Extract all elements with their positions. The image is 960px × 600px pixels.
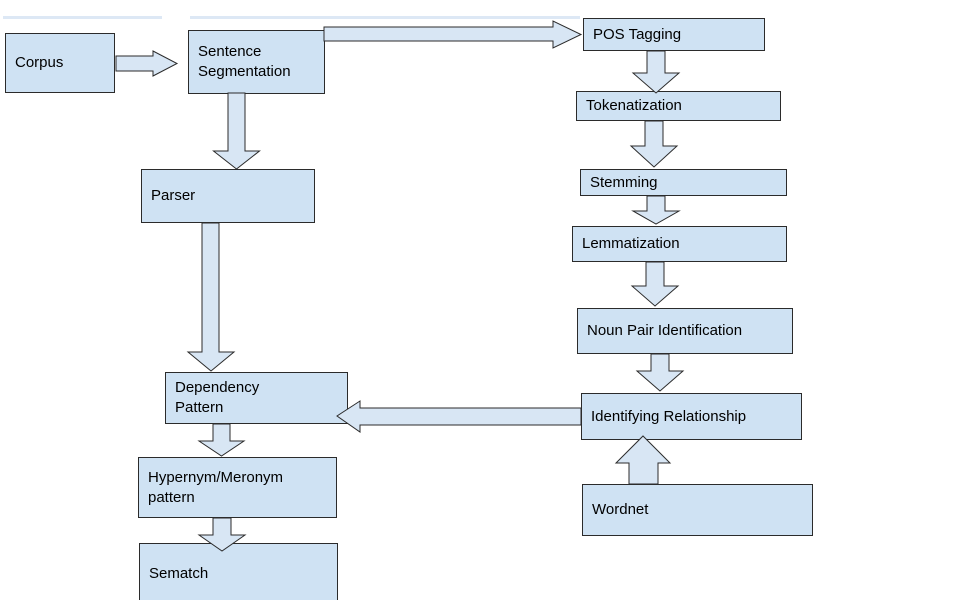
node-sentence-segmentation: Sentence Segmentation <box>188 30 325 94</box>
node-hypernym-meronym-pattern: Hypernym/Meronym pattern <box>138 457 337 518</box>
arrow-pos-tagging-to-tokenatization-icon <box>631 50 681 94</box>
arrow-stemming-to-lemmatization-icon <box>631 195 681 225</box>
node-noun-pair-identification-label: Noun Pair Identification <box>587 322 743 339</box>
node-dependency-pattern-label: Dependency Pattern <box>175 379 260 416</box>
node-dependency-pattern: Dependency Pattern <box>165 372 348 424</box>
node-parser-label: Parser <box>151 187 196 204</box>
arrow-tokenatization-to-stemming-icon <box>629 120 679 168</box>
arrow-sentence-segmentation-to-parser-icon <box>212 92 261 170</box>
arrow-noun-pair-to-identifying-relationship-icon <box>635 353 685 392</box>
node-stemming: Stemming <box>580 169 787 196</box>
node-pos-tagging: POS Tagging <box>583 18 765 51</box>
node-corpus-label: Corpus <box>15 54 64 71</box>
arrow-sentence-segmentation-to-pos-tagging-icon <box>323 20 583 49</box>
node-identifying-relationship: Identifying Relationship <box>581 393 802 440</box>
node-identifying-relationship-label: Identifying Relationship <box>591 407 747 425</box>
node-sematch-label: Sematch <box>149 565 209 582</box>
node-pos-tagging-label: POS Tagging <box>593 25 682 43</box>
node-sentence-segmentation-label: Sentence Segmentation <box>198 43 291 80</box>
node-wordnet-label: Wordnet <box>592 501 649 518</box>
arrow-identifying-relationship-to-dependency-pattern-icon <box>336 400 582 433</box>
node-lemmatization-label: Lemmatization <box>582 235 680 252</box>
top-edge-artifact-left <box>3 16 162 19</box>
node-tokenatization-label: Tokenatization <box>586 97 682 114</box>
top-edge-artifact-right <box>190 16 580 19</box>
node-noun-pair-identification: Noun Pair Identification <box>577 308 793 354</box>
arrow-parser-to-dependency-pattern-icon <box>186 222 236 372</box>
node-stemming-label: Stemming <box>590 173 658 191</box>
arrow-lemmatization-to-noun-pair-identification-icon <box>630 261 680 307</box>
node-lemmatization: Lemmatization <box>572 226 787 262</box>
node-tokenatization: Tokenatization <box>576 91 781 121</box>
arrow-dependency-pattern-to-hypernym-icon <box>197 423 246 457</box>
node-corpus: Corpus <box>5 33 115 93</box>
node-wordnet: Wordnet <box>582 484 813 536</box>
node-parser: Parser <box>141 169 315 223</box>
node-sematch: Sematch <box>139 543 338 600</box>
node-hypernym-meronym-pattern-label: Hypernym/Meronym pattern <box>148 468 284 506</box>
arrow-wordnet-to-identifying-relationship-icon <box>614 435 672 485</box>
arrow-corpus-to-sentence-segmentation-icon <box>115 50 179 77</box>
